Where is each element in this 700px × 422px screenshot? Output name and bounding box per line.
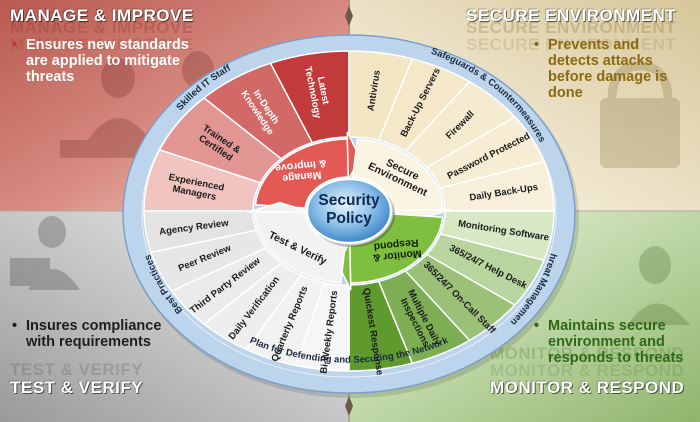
inner-ring-label-manage: Manage& Improve <box>274 157 328 185</box>
operator-photo-silhouette <box>628 246 690 325</box>
center-title-line-1: Security <box>318 192 380 209</box>
segment-label-line: Latest <box>315 76 331 106</box>
bullet-line: done <box>548 85 583 101</box>
axis-diamond-top <box>345 6 353 26</box>
manage-bullet: • Ensures new standards are applied to m… <box>12 37 189 85</box>
bullet-line: responds to threats <box>548 350 684 366</box>
inner-ring-label-line: & Improve <box>274 157 326 174</box>
bullet-line: detects attacks <box>548 53 653 69</box>
inner-ring-label-line: Respond <box>373 236 419 252</box>
bullet-line: Ensures new standards <box>26 37 189 53</box>
bullet-dot: • <box>534 37 540 53</box>
test-verify-title: TEST & VERIFY <box>10 378 144 397</box>
inner-ring-secure <box>351 138 444 212</box>
bullet-line: Prevents and <box>548 37 640 53</box>
bullet-line: threats <box>26 69 75 85</box>
secure-environment-title: SECURE ENVIRONMENT <box>466 6 677 25</box>
monitor-title-echo: MONITOR & RESPOND <box>490 344 685 363</box>
inner-ring-arrow-test <box>246 201 310 214</box>
segment-test_verify-5 <box>143 210 258 254</box>
bullet-line: environment and <box>548 334 665 350</box>
bullet-line: are applied to mitigate <box>26 53 180 69</box>
monitor-title-echo-2: MONITOR & RESPOND <box>490 361 685 380</box>
bullet-line: with requirements <box>26 334 151 350</box>
inner-ring-label-monitor: Monitor &Respond <box>371 236 422 264</box>
manage-improve-title: MANAGE & IMPROVE <box>10 6 194 25</box>
secure-title-echo: SECURE ENVIRONMENT <box>466 18 677 37</box>
monitor-bullet: • Maintains secure environment and respo… <box>534 318 683 366</box>
inner-ring-label-line: Monitor & <box>372 247 422 264</box>
inner-ring-test <box>254 210 347 284</box>
center-disc <box>305 177 393 245</box>
manage-title-echo: MANAGE & IMPROVE <box>10 18 194 37</box>
bullet-dot: • <box>12 37 18 53</box>
test-title-echo: TEST & VERIFY <box>10 360 144 379</box>
inner-ring-label-line: Manage <box>282 169 322 185</box>
monitor-respond-title: MONITOR & RESPOND <box>490 378 685 397</box>
bullet-line: Insures compliance <box>26 318 162 334</box>
axis-diamond-bottom <box>345 396 353 416</box>
secure-title-echo-2: SECURE ENVIRONMENT <box>466 35 677 54</box>
inner-ring-manage <box>254 138 349 209</box>
bullet-line: Maintains secure <box>548 318 666 334</box>
bullet-line: before damage is <box>548 69 668 85</box>
bullet-dot: • <box>534 318 540 334</box>
inner-ring-monitor <box>349 213 444 284</box>
center-title-line-2: Policy <box>326 210 372 227</box>
padlock-silhouette <box>600 61 680 168</box>
secure-bullet: • Prevents and detects attacks before da… <box>534 37 667 101</box>
worker-photo-silhouette <box>10 216 80 290</box>
test-bullet: • Insures compliance with requirements <box>12 318 161 350</box>
bullet-dot: • <box>12 318 18 334</box>
manage-title-echo-2: MANAGE & IMPROVE <box>10 35 194 54</box>
